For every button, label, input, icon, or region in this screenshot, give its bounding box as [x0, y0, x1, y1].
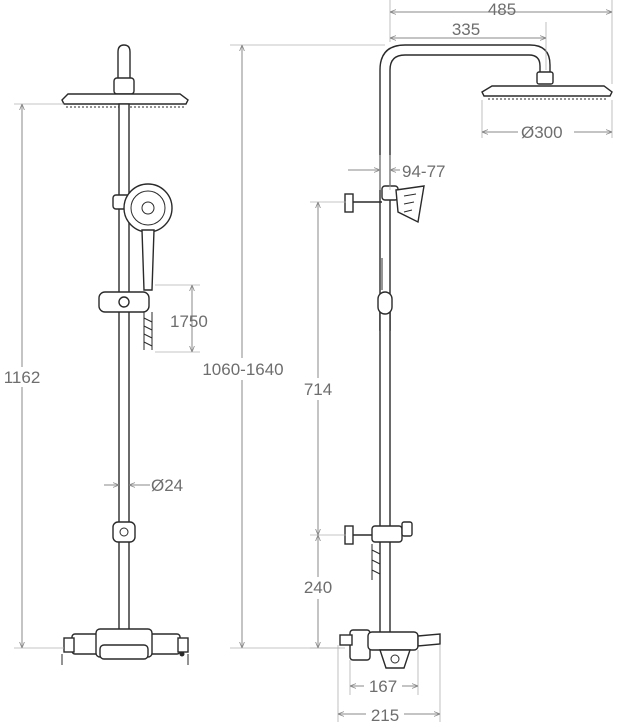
dim-label-714: 714 — [304, 380, 332, 399]
dim-label-1162: 1162 — [4, 368, 41, 387]
dim-label-215: 215 — [371, 706, 399, 725]
dim-label-240: 240 — [304, 578, 332, 597]
dim-label-335: 335 — [452, 20, 480, 39]
front-top-connector — [117, 44, 131, 85]
side-lower-hose-texture — [371, 549, 381, 575]
side-diverter-knob — [401, 521, 413, 537]
side-main-pipe — [379, 309, 391, 636]
front-collar-screw — [119, 527, 129, 537]
side-mixer-handle-top — [339, 634, 353, 646]
front-hose-texture — [143, 317, 153, 347]
front-main-pipe — [118, 103, 130, 635]
side-mixer-bolt — [390, 654, 400, 664]
side-mixer-body — [367, 631, 419, 651]
side-dimensions: 485 335 Ø300 94-77 1060-1640 714 — [196, 0, 613, 725]
front-slider-knob — [118, 296, 130, 308]
side-shower-head — [481, 85, 613, 97]
side-wall-bracket-bottom-plate — [344, 525, 354, 545]
front-hand-shower-handle — [141, 229, 155, 291]
dim-label-1060-1640: 1060-1640 — [202, 360, 283, 379]
dim-label-9477: 94-77 — [402, 162, 445, 181]
side-mixer-wall-plate — [349, 629, 371, 661]
front-view — [61, 44, 189, 665]
front-shower-head — [61, 93, 189, 105]
side-slider — [377, 291, 393, 315]
front-pipe-collar — [112, 521, 136, 543]
side-view — [339, 44, 613, 669]
side-mixer-bottom — [379, 649, 411, 669]
dim-label-d300: Ø300 — [521, 123, 563, 142]
side-head-connector — [536, 71, 554, 85]
front-mixer-right-knob — [177, 637, 189, 653]
front-mixer-left-knob — [63, 637, 75, 653]
side-wall-bracket-top-plate — [344, 193, 354, 213]
dim-label-d24: Ø24 — [151, 476, 183, 495]
dim-label-485: 485 — [488, 0, 516, 19]
front-mixer-legs — [61, 654, 189, 665]
dim-label-1750: 1750 — [170, 312, 208, 331]
dim-label-167: 167 — [369, 677, 397, 696]
side-spout — [417, 633, 441, 647]
front-mixer-bottom — [99, 644, 149, 660]
front-hand-shower-center — [141, 201, 155, 215]
side-hand-shower-lines — [403, 193, 417, 213]
front-hand-shower-ring — [130, 190, 166, 226]
side-hand-shower — [395, 185, 425, 224]
front-dimensions: 1162 1750 Ø24 — [0, 103, 208, 649]
front-mixer-screw — [179, 651, 185, 657]
front-head-mount — [113, 77, 135, 95]
side-diverter — [371, 525, 403, 543]
